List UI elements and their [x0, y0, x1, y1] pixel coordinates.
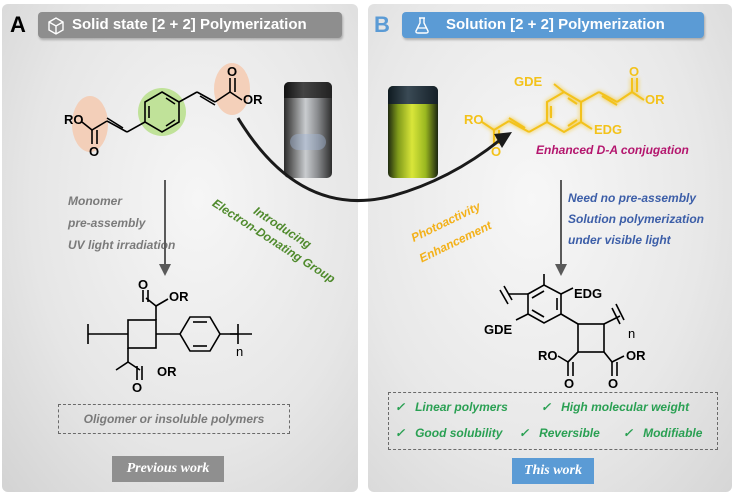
right-ester-highlight	[214, 63, 250, 115]
panel-a-letter: A	[10, 12, 26, 37]
polymer-b-structure	[499, 274, 625, 376]
polymer-a-structure	[87, 290, 252, 380]
polymer-b-edg: EDG	[574, 286, 603, 301]
monomer-b-edg: EDG	[594, 122, 623, 137]
this-work-tag: This work	[512, 458, 594, 484]
polymer-b-ro: RO	[538, 348, 558, 363]
feature-label: Linear polymers	[415, 400, 508, 414]
polymer-b-o-right: O	[608, 376, 619, 391]
polymer-b-o-left: O	[564, 376, 575, 391]
monomer-a-o-left: O	[89, 144, 100, 159]
feature-label: High molecular weight	[561, 400, 690, 414]
panel-b: B Solution [2 + 2] Polymerization	[368, 4, 732, 492]
check-icon: ✓	[519, 426, 530, 440]
polymer-a-o-bottom: O	[132, 380, 143, 395]
feature-modifiable: ✓ Modifiable	[623, 426, 702, 440]
left-ester-highlight	[72, 96, 108, 152]
check-icon: ✓	[623, 426, 634, 440]
feature-high-mw: ✓ High molecular weight	[541, 400, 689, 414]
polymer-a-or-bottom: OR	[157, 364, 177, 379]
monomer-a-ro: RO	[64, 112, 84, 127]
condition-b-2: Solution polymerization	[568, 212, 705, 226]
condition-a-1: Monomer	[68, 194, 122, 208]
polymer-b-or: OR	[626, 348, 646, 363]
monomer-b-or: OR	[645, 92, 665, 107]
monomer-a-o-right: O	[227, 64, 238, 79]
feature-label: Reversible	[539, 426, 600, 440]
polymer-b-n: n	[628, 326, 636, 341]
check-icon: ✓	[395, 400, 406, 414]
feature-label: Good solubility	[415, 426, 503, 440]
conditions-a: Monomer pre-assembly UV light irradiatio…	[68, 190, 175, 256]
panel-a-header: Solid state [2 + 2] Polymerization	[38, 12, 342, 38]
panel-a: A Solid state [2 + 2] Polymerization	[2, 4, 358, 492]
polymer-a-n: n	[236, 344, 244, 359]
panel-b-letter: B	[374, 12, 390, 37]
panel-b-header: Solution [2 + 2] Polymerization	[402, 12, 704, 38]
check-icon: ✓	[395, 426, 406, 440]
benzene-highlight	[138, 88, 186, 136]
flask-icon	[415, 17, 429, 34]
feature-label: Modifiable	[643, 426, 703, 440]
result-a-box: Oligomer or insoluble polymers	[58, 404, 290, 434]
feature-linear: ✓ Linear polymers	[395, 400, 508, 414]
arrow-down-b	[555, 180, 567, 276]
condition-a-3: UV light irradiation	[68, 238, 176, 252]
condition-b-3: under visible light	[568, 233, 671, 247]
monomer-b-gde: GDE	[514, 74, 543, 89]
conditions-b: Need no pre-assembly Solution polymeriza…	[568, 188, 704, 251]
condition-b-1: Need no pre-assembly	[568, 191, 697, 205]
feature-solubility: ✓ Good solubility	[395, 426, 502, 440]
panel-b-title: Solution [2 + 2] Polymerization	[446, 16, 665, 33]
monomer-a-structure	[72, 63, 250, 152]
monomer-a-or: OR	[243, 92, 263, 107]
check-icon: ✓	[541, 400, 552, 414]
monomer-b-o-right: O	[629, 64, 640, 79]
panel-a-title: Solid state [2 + 2] Polymerization	[72, 16, 307, 33]
enhanced-da-text: Enhanced D-A conjugation	[536, 143, 689, 157]
polymer-a-o-top: O	[138, 277, 149, 292]
polymer-a-or-top: OR	[169, 289, 189, 304]
condition-a-2: pre-assembly	[68, 216, 146, 230]
features-box: ✓ Linear polymers ✓ High molecular weigh…	[388, 392, 718, 450]
previous-work-tag: Previous work	[112, 456, 224, 482]
result-a-text: Oligomer or insoluble polymers	[83, 412, 265, 426]
arrow-down-a	[159, 180, 171, 276]
cube-icon	[48, 17, 64, 35]
feature-reversible: ✓ Reversible	[519, 426, 600, 440]
polymer-b-gde: GDE	[484, 322, 513, 337]
